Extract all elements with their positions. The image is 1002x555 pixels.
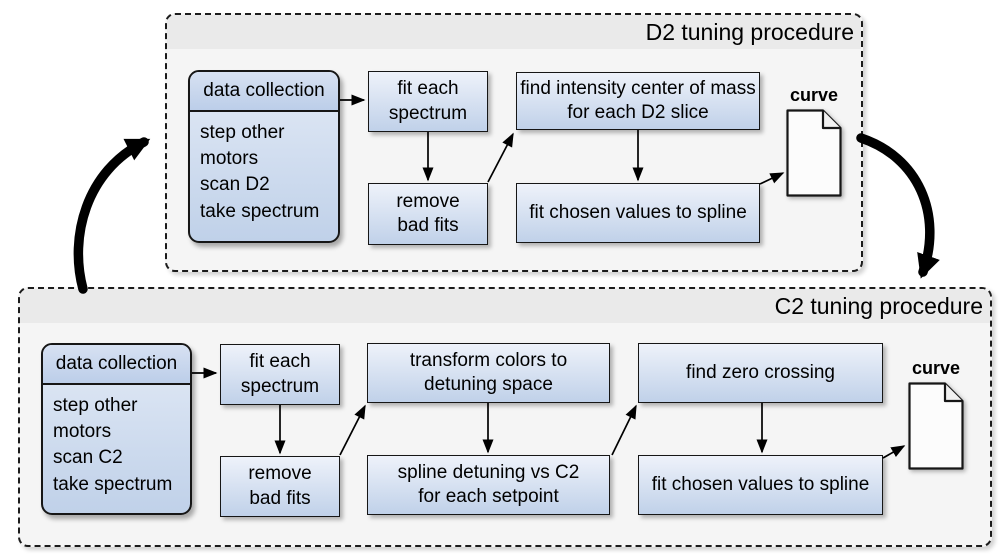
c2-remove-bad-fits-node: remove bad fits: [220, 456, 340, 517]
c2-data-collection-node: data collection step other motors scan C…: [41, 343, 192, 515]
c2-step-1: step other motors: [53, 395, 138, 443]
document-icon: [908, 382, 964, 470]
node-label: remove bad fits: [248, 463, 312, 509]
c2-curve-output: curve: [907, 359, 965, 470]
c2-panel-title: C2 tuning procedure: [774, 292, 983, 319]
arrow-c2-to-d2-loop: [73, 137, 151, 294]
c2-step-2: scan C2: [53, 447, 123, 469]
d2-data-collection-header: data collection: [190, 72, 338, 112]
d2-panel-title: D2 tuning procedure: [645, 18, 854, 45]
c2-fit-chosen-values-node: fit chosen values to spline: [638, 455, 883, 515]
d2-step-3: take spectrum: [200, 200, 320, 222]
c2-fit-each-spectrum-node: fit each spectrum: [220, 344, 340, 405]
d2-fit-chosen-values-node: fit chosen values to spline: [516, 183, 760, 243]
d2-remove-bad-fits-node: remove bad fits: [368, 183, 488, 245]
c2-title-band: C2 tuning procedure: [20, 289, 990, 323]
node-label: fit chosen values to spline: [651, 473, 870, 495]
d2-fit-each-spectrum-node: fit each spectrum: [368, 71, 488, 132]
d2-data-collection-steps: step other motors scan D2 take spectrum: [190, 112, 338, 225]
c2-transform-colors-node: transform colors to detuning space: [367, 343, 610, 403]
document-icon: [786, 109, 842, 197]
d2-step-1: step other motors: [200, 122, 285, 170]
d2-data-collection-node: data collection step other motors scan D…: [188, 70, 340, 243]
d2-curve-label: curve: [789, 85, 839, 105]
c2-step-3: take spectrum: [53, 473, 173, 495]
d2-title-band: D2 tuning procedure: [167, 15, 861, 49]
node-label: remove bad fits: [396, 190, 460, 236]
arrow-d2-to-c2-loop: [856, 133, 940, 279]
d2-curve-output: curve: [785, 86, 843, 197]
node-label: spline detuning vs C2 for each setpoint: [397, 461, 580, 507]
d2-find-center-of-mass-node: find intensity center of mass for each D…: [516, 72, 760, 130]
d2-step-2: scan D2: [200, 174, 270, 196]
node-label: transform colors to detuning space: [409, 349, 568, 395]
node-label: find zero crossing: [686, 361, 835, 383]
c2-curve-label: curve: [911, 358, 961, 378]
node-label: fit each spectrum: [388, 78, 468, 124]
c2-spline-detuning-node: spline detuning vs C2 for each setpoint: [367, 455, 610, 515]
c2-data-collection-steps: step other motors scan C2 take spectrum: [43, 385, 190, 498]
node-label: find intensity center of mass for each D…: [520, 77, 756, 123]
c2-find-zero-crossing-node: find zero crossing: [638, 343, 883, 403]
node-label: fit each spectrum: [240, 351, 320, 397]
c2-data-collection-header: data collection: [43, 345, 190, 385]
node-label: fit chosen values to spline: [529, 201, 747, 223]
